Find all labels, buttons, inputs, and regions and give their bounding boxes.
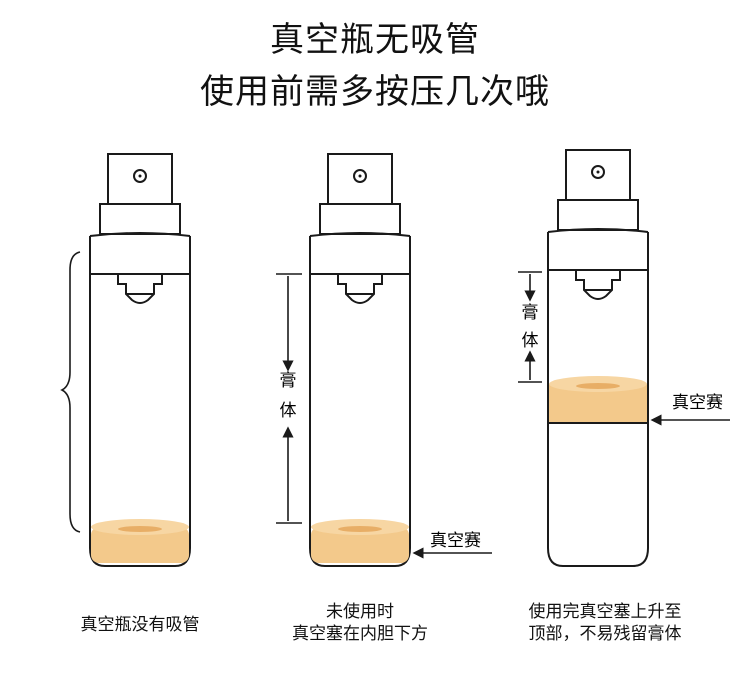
dimension-label-char-2: 体 xyxy=(522,331,539,351)
bottle-1 xyxy=(60,153,191,567)
piston-label: 真空赛 xyxy=(430,530,481,551)
curly-brace xyxy=(60,251,81,533)
vacuum-piston xyxy=(311,519,409,563)
nozzle-icon xyxy=(133,169,147,183)
pump-mechanism xyxy=(337,274,383,304)
piston-label: 真空赛 xyxy=(672,392,723,413)
nozzle-icon xyxy=(353,169,367,183)
bottle-body xyxy=(547,232,649,567)
caption-line: 使用完真空塞上升至 xyxy=(528,602,682,622)
caption-line: 真空塞在内胆下方 xyxy=(292,624,428,644)
caption-line: 顶部，不易残留膏体 xyxy=(528,624,682,644)
pump-collar xyxy=(557,199,639,231)
vacuum-piston xyxy=(91,519,189,563)
vacuum-piston xyxy=(548,376,648,424)
pump-head xyxy=(565,149,631,201)
caption-line: 未使用时 xyxy=(326,602,394,622)
bottle-3 xyxy=(518,149,730,567)
bottle-2 xyxy=(276,153,492,567)
dimension-label-char-2: 体 xyxy=(280,401,297,421)
pump-mechanism xyxy=(117,274,163,304)
dimension-label-char-1: 膏 xyxy=(280,370,297,391)
pump-collar xyxy=(99,203,181,235)
dimension-indicator xyxy=(276,273,302,524)
nozzle-icon xyxy=(591,165,605,179)
pump-collar xyxy=(319,203,401,235)
dimension-label-char-1: 膏 xyxy=(522,302,539,323)
pump-head xyxy=(107,153,173,205)
caption-bottle-1: 真空瓶没有吸管 xyxy=(40,614,240,636)
bottle-body xyxy=(309,236,411,567)
bottle-body xyxy=(89,236,191,567)
pump-head xyxy=(327,153,393,205)
caption-bottle-2: 未使用时 真空塞在内胆下方 xyxy=(260,601,460,645)
title-line-1: 真空瓶无吸管 xyxy=(270,20,480,60)
title-line-2: 使用前需多按压几次哦 xyxy=(200,72,550,112)
caption-line: 真空瓶没有吸管 xyxy=(80,615,200,635)
pump-mechanism xyxy=(575,270,621,300)
caption-bottle-3: 使用完真空塞上升至 顶部，不易残留膏体 xyxy=(490,601,720,645)
dimension-indicator xyxy=(518,271,542,383)
